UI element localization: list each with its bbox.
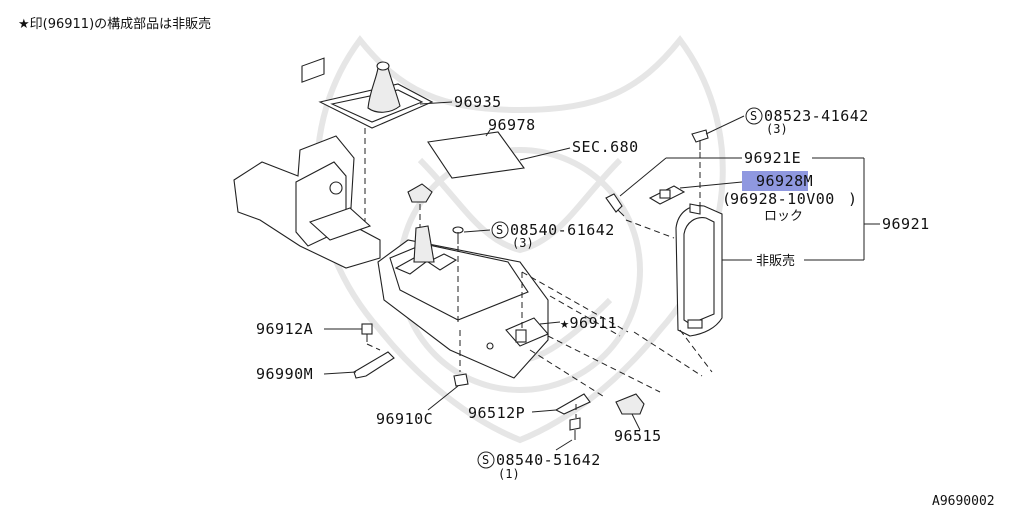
label-96978: 96978 xyxy=(488,116,536,134)
dash-bolt xyxy=(625,219,675,239)
bolt-96921E xyxy=(605,193,625,217)
leader-08523-41642 xyxy=(705,115,745,135)
bracket-96990M xyxy=(353,351,395,379)
label-96921: 96921 xyxy=(882,215,930,233)
label-96912A: 96912A xyxy=(256,320,313,338)
label-08540-51642-qty: (1) xyxy=(498,467,520,481)
leader-08540-51642 xyxy=(555,439,573,451)
dash-console-3 xyxy=(529,349,607,399)
lock-part-96928M xyxy=(648,185,686,205)
label-paren-close: ) xyxy=(848,190,858,208)
leader-96978 xyxy=(485,129,491,137)
leader-96935 xyxy=(419,101,453,105)
cover-part xyxy=(407,183,433,203)
label-08540-51642: 08540-51642 xyxy=(496,451,601,469)
s-mark-1: S xyxy=(496,223,503,237)
screw-08540-61642 xyxy=(452,226,464,244)
s-mark-3: S xyxy=(482,453,489,467)
label-08523-41642-qty: (3) xyxy=(766,122,788,136)
center-console-part xyxy=(377,225,549,379)
dash-console-4 xyxy=(547,335,661,393)
dash-console-2 xyxy=(549,295,621,337)
dash-lid xyxy=(679,329,713,373)
label-96921E: 96921E xyxy=(744,149,801,167)
label-96928M: 96928M xyxy=(756,172,813,190)
leader-96990M xyxy=(323,371,357,375)
pad-96978 xyxy=(427,131,525,179)
s-mark-2: S xyxy=(750,109,757,123)
label-96990M: 96990M xyxy=(256,365,313,383)
label-paren-open: ( xyxy=(722,190,732,208)
label-lock: ロック xyxy=(764,209,803,224)
screw-08540-51642 xyxy=(569,417,581,440)
bracket-96512P xyxy=(554,393,591,415)
leader-96910C xyxy=(427,385,459,411)
dash-console-6 xyxy=(633,331,703,377)
label-star-96911: ★96911 xyxy=(560,314,617,332)
label-96512P: 96512P xyxy=(468,404,525,422)
label-96910C: 96910C xyxy=(376,410,433,428)
figure-code: A9690002 xyxy=(932,494,995,509)
label-96935: 96935 xyxy=(454,93,502,111)
shift-bezel-part xyxy=(318,61,434,129)
clip-96912A xyxy=(361,323,373,342)
label-96515: 96515 xyxy=(614,427,662,445)
label-08540-61642: 08540-61642 xyxy=(510,221,615,239)
label-hihanbai: 非販売 xyxy=(756,253,795,269)
leader-96512P xyxy=(531,409,557,413)
highlight-96928 xyxy=(742,171,808,191)
leader-sec680 xyxy=(519,147,571,161)
dash-clip xyxy=(366,343,381,351)
label-sec680: SEC.680 xyxy=(572,138,639,156)
s-mark-icon xyxy=(745,107,763,125)
leader-96911 xyxy=(539,321,561,325)
s-mark-icon xyxy=(491,221,509,239)
label-96928-10V00: 96928-10V00 xyxy=(730,190,835,208)
lid-part-96921 xyxy=(675,203,723,337)
label-08523-41642: 08523-41642 xyxy=(764,107,869,125)
screw-08523-41642 xyxy=(691,129,709,150)
leader-96928M xyxy=(679,181,743,189)
header-note: ★印(96911)の構成部品は非販売 xyxy=(18,16,211,32)
dash-panel-part xyxy=(233,57,381,269)
leader-08540-61642 xyxy=(463,229,491,233)
cap-96515 xyxy=(615,393,645,415)
leader-96515 xyxy=(631,413,641,431)
leader-96921E-a xyxy=(619,157,667,197)
s-mark-icon xyxy=(477,451,495,469)
dash-console-1 xyxy=(521,271,629,333)
label-08540-61642-qty: (3) xyxy=(512,236,534,250)
grommet-96910C xyxy=(453,373,469,387)
